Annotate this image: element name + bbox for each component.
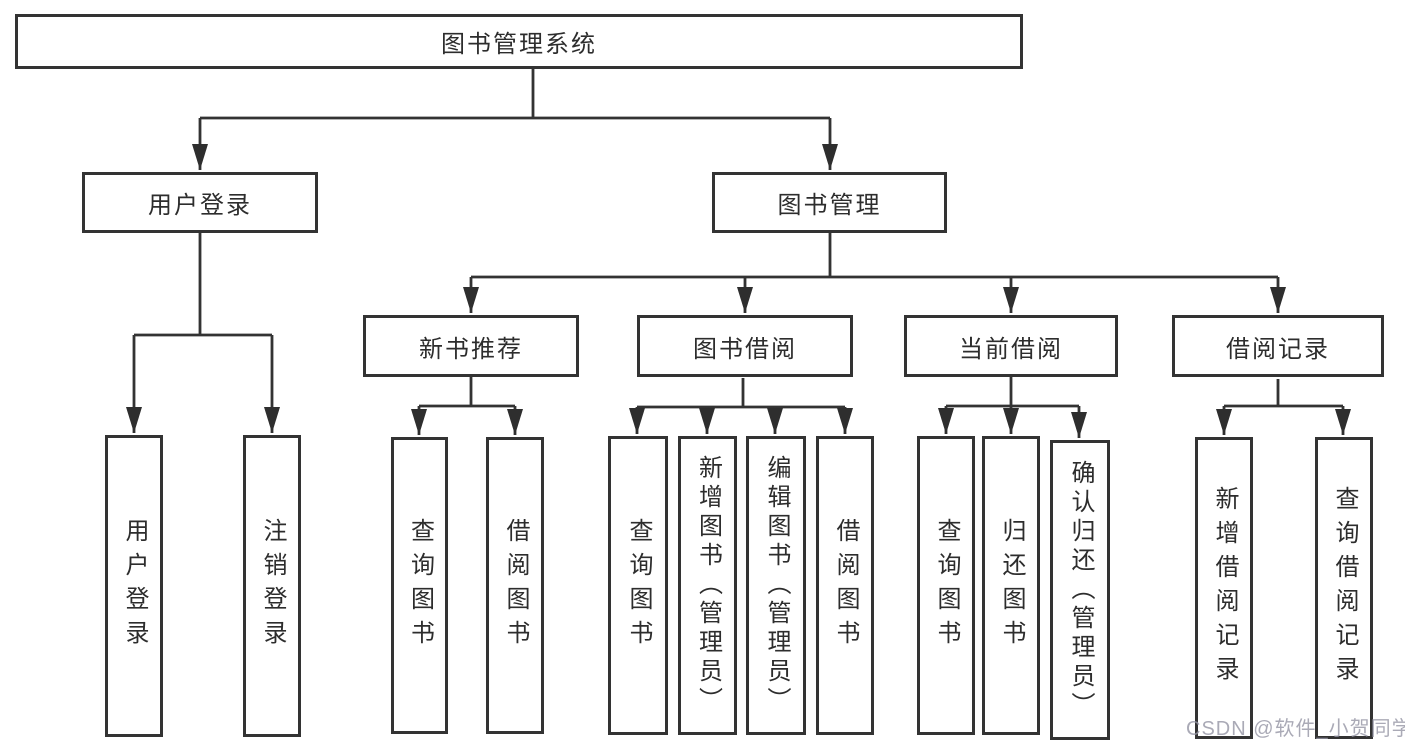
leaf-return-books: 归还图书: [982, 436, 1040, 735]
node-current-borrow: 当前借阅: [904, 315, 1118, 377]
leaf-query-borrow-record: 查询借阅记录: [1315, 437, 1373, 739]
leaf-borrow-books: 借阅图书: [816, 436, 874, 735]
leaf-query-books-borrow: 查询图书: [608, 436, 668, 735]
leaf-query-books-current: 查询图书: [917, 436, 975, 735]
node-borrow-records: 借阅记录: [1172, 315, 1384, 377]
leaf-query-books-recommend: 查询图书: [391, 437, 448, 734]
connector-borrow-records: [1224, 379, 1343, 408]
node-new-book-recommend: 新书推荐: [363, 315, 579, 377]
node-book-management: 图书管理: [712, 172, 947, 233]
leaf-confirm-return-admin: 确认归还（管理员）: [1050, 440, 1110, 740]
connector-new-book-recommend: [419, 377, 515, 408]
connector-root: [200, 69, 830, 120]
leaf-borrow-books-recommend: 借阅图书: [486, 437, 544, 734]
leaf-add-books-admin: 新增图书（管理员）: [678, 436, 737, 735]
node-library-management-system: 图书管理系统: [15, 14, 1023, 69]
connector-book-management: [471, 233, 1278, 279]
leaf-logout-login: 注销登录: [243, 435, 301, 737]
watermark: CSDN @软件_小贺同学: [1186, 718, 1405, 740]
connector-current-borrow: [946, 377, 1079, 408]
node-book-borrow: 图书借阅: [637, 315, 853, 377]
node-user-login: 用户登录: [82, 172, 318, 233]
leaf-user-login: 用户登录: [105, 435, 163, 737]
leaf-add-borrow-record: 新增借阅记录: [1195, 437, 1253, 739]
connector-book-borrow: [637, 378, 845, 409]
connector-user-login: [134, 233, 272, 337]
leaf-edit-books-admin: 编辑图书（管理员）: [746, 436, 806, 735]
